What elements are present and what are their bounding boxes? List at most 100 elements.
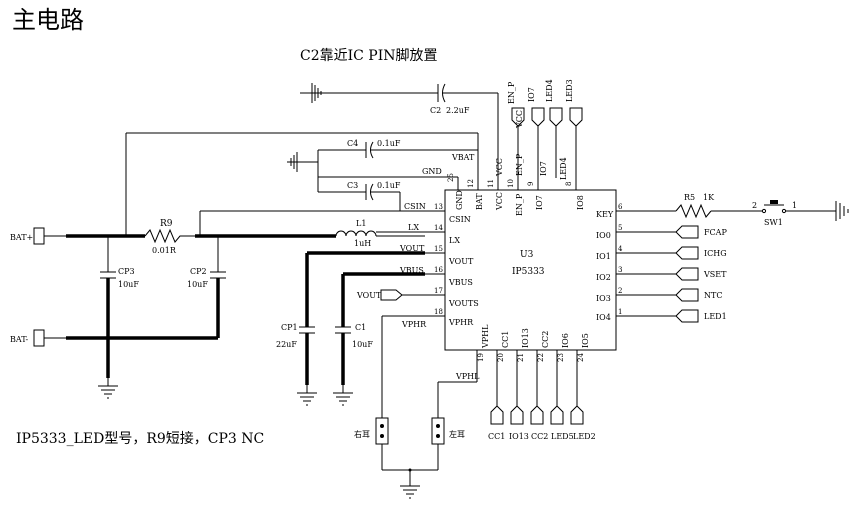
resistor-r5 [675,203,712,219]
vout-port-label: VOUT [356,291,382,300]
vout-port [380,289,403,301]
pin-name: VPHL [481,324,490,349]
c2-ref: C2 [430,106,441,115]
r9-value: 0.01R [152,246,177,255]
net-label: EN_P [507,81,516,104]
right-ear-label: 右耳 [354,429,370,439]
vbat-label: VBAT [451,153,475,162]
pin-number: 15 [434,245,443,253]
vout-label: VOUT [399,244,425,253]
ic-left-pins: 13 14 15 16 17 18 CSIN LX VOUT VBUS VOUT… [425,203,479,327]
pin-name: VOUT [448,257,474,266]
right-ear-connector [375,417,389,445]
net-label: ICHG [704,249,727,258]
pin-number: 13 [434,203,443,211]
pin-number: 16 [434,266,443,274]
inductor-l1 [335,230,377,237]
net-label: NTC [704,291,722,300]
pin-name: IO5 [581,333,590,348]
ground-icon [333,385,353,406]
switch-sw1: 2 1 SW1 [752,200,797,227]
pin-name: VCC [495,192,504,211]
pin-number: 10 [507,179,515,188]
net-label: VSET [703,270,727,279]
cp2-ref: CP2 [190,267,207,276]
vphl-label: VPHL [455,372,480,381]
pin-name: VPHR [448,318,474,327]
pin-number: 8 [565,182,573,186]
cp3-ref: CP3 [118,267,135,276]
pin-number: 5 [618,224,622,232]
c3-ref: C3 [347,181,358,190]
pin-name: LX [449,236,460,245]
r5-ref: R5 [684,193,695,202]
bat-minus-connector [33,329,45,347]
pin-name: CC1 [501,331,510,348]
pin-name: VOUTS [448,299,479,308]
pin-number: 6 [618,203,623,211]
ic-part: IP5333 [512,267,545,277]
pin-number: 12 [467,179,475,188]
pin-number: 25 [447,173,455,182]
ic-u3: U3 IP5333 13 14 15 16 17 18 CSIN LX VOUT… [425,173,636,364]
cp1-ref: CP1 [281,323,298,332]
pin-number: 24 [577,353,585,362]
led4-wire-label: LED4 [559,157,568,180]
output-caps: VOUT VBUS VOUT CP1 22uF C1 10uF [276,244,425,406]
io7-wire-label: IO7 [539,161,548,176]
gnd-label: GND [422,167,442,176]
pin-number: 20 [497,353,505,362]
pin-name: GND [455,190,464,210]
lx-label: LX [408,223,419,232]
bat-plus-label: BAT+ [10,233,33,242]
battery-section: BAT+ R9 0.01R CSIN L1 1uH LX CP3 10uF CP… [10,132,479,399]
ic-right-pins: 6 5 4 3 2 1 KEY IO0 IO1 IO2 IO3 IO4 [596,203,636,322]
pin-name: IO4 [596,313,611,322]
ground-icon [835,201,849,221]
right-side: R5 1K 2 1 SW1 FCAP ICHG VSET NTC LED1 [636,193,849,323]
page-title: 主电路 [12,6,84,34]
pin-name: IO3 [596,294,611,303]
left-ear-label: 左耳 [449,429,465,439]
pin-number: 11 [487,179,495,188]
pin-name: CSIN [449,215,471,224]
bat-minus-label: BAT- [10,335,29,344]
en-p-wire-label: EN_P [515,153,524,176]
pin-number: 1 [618,308,622,316]
pin-name: KEY [596,210,614,219]
pin-name: IO7 [535,195,544,210]
csin-label: CSIN [404,202,426,211]
pin-number: 19 [477,353,485,362]
l1-ref: L1 [356,219,366,228]
c4-ref: C4 [347,139,358,148]
cp1-value: 22uF [276,340,297,349]
sw1-ref: SW1 [764,218,783,227]
c1-ref: C1 [355,323,366,332]
pin-number: 4 [618,245,623,253]
pin-name: IO13 [521,328,530,348]
ic-body [444,189,617,351]
pin-number: 2 [618,287,622,295]
c3-value: 0.1uF [377,181,401,190]
l1-value: 1uH [354,239,371,248]
bat-plus-connector [33,227,45,245]
c1-value: 10uF [352,340,373,349]
r9-ref: R9 [160,219,173,229]
net-label: LED3 [565,79,574,102]
cp2-value: 10uF [187,280,208,289]
vbus-label: VBUS [399,266,424,275]
ic-ref: U3 [520,250,534,260]
net-label: IO13 [509,432,529,441]
pin-name: IO6 [561,333,570,348]
top-ports: VCC EN_P IO7 IO7 LED4 LED4 LED3 EN_P VCC [495,79,583,180]
pin-number: 18 [434,308,443,316]
sw1-pin2: 2 [752,201,757,210]
vcc-pin-label: VCC [495,158,504,177]
gnd-c3-net: C3 0.1uF GND [317,167,459,211]
r5-value: 1K [703,193,715,202]
ground-icon [400,470,420,499]
pin-name: IO1 [596,252,611,261]
pin-number: 14 [434,224,443,232]
pin-number: 9 [527,182,535,186]
pin-number: 3 [618,266,622,274]
